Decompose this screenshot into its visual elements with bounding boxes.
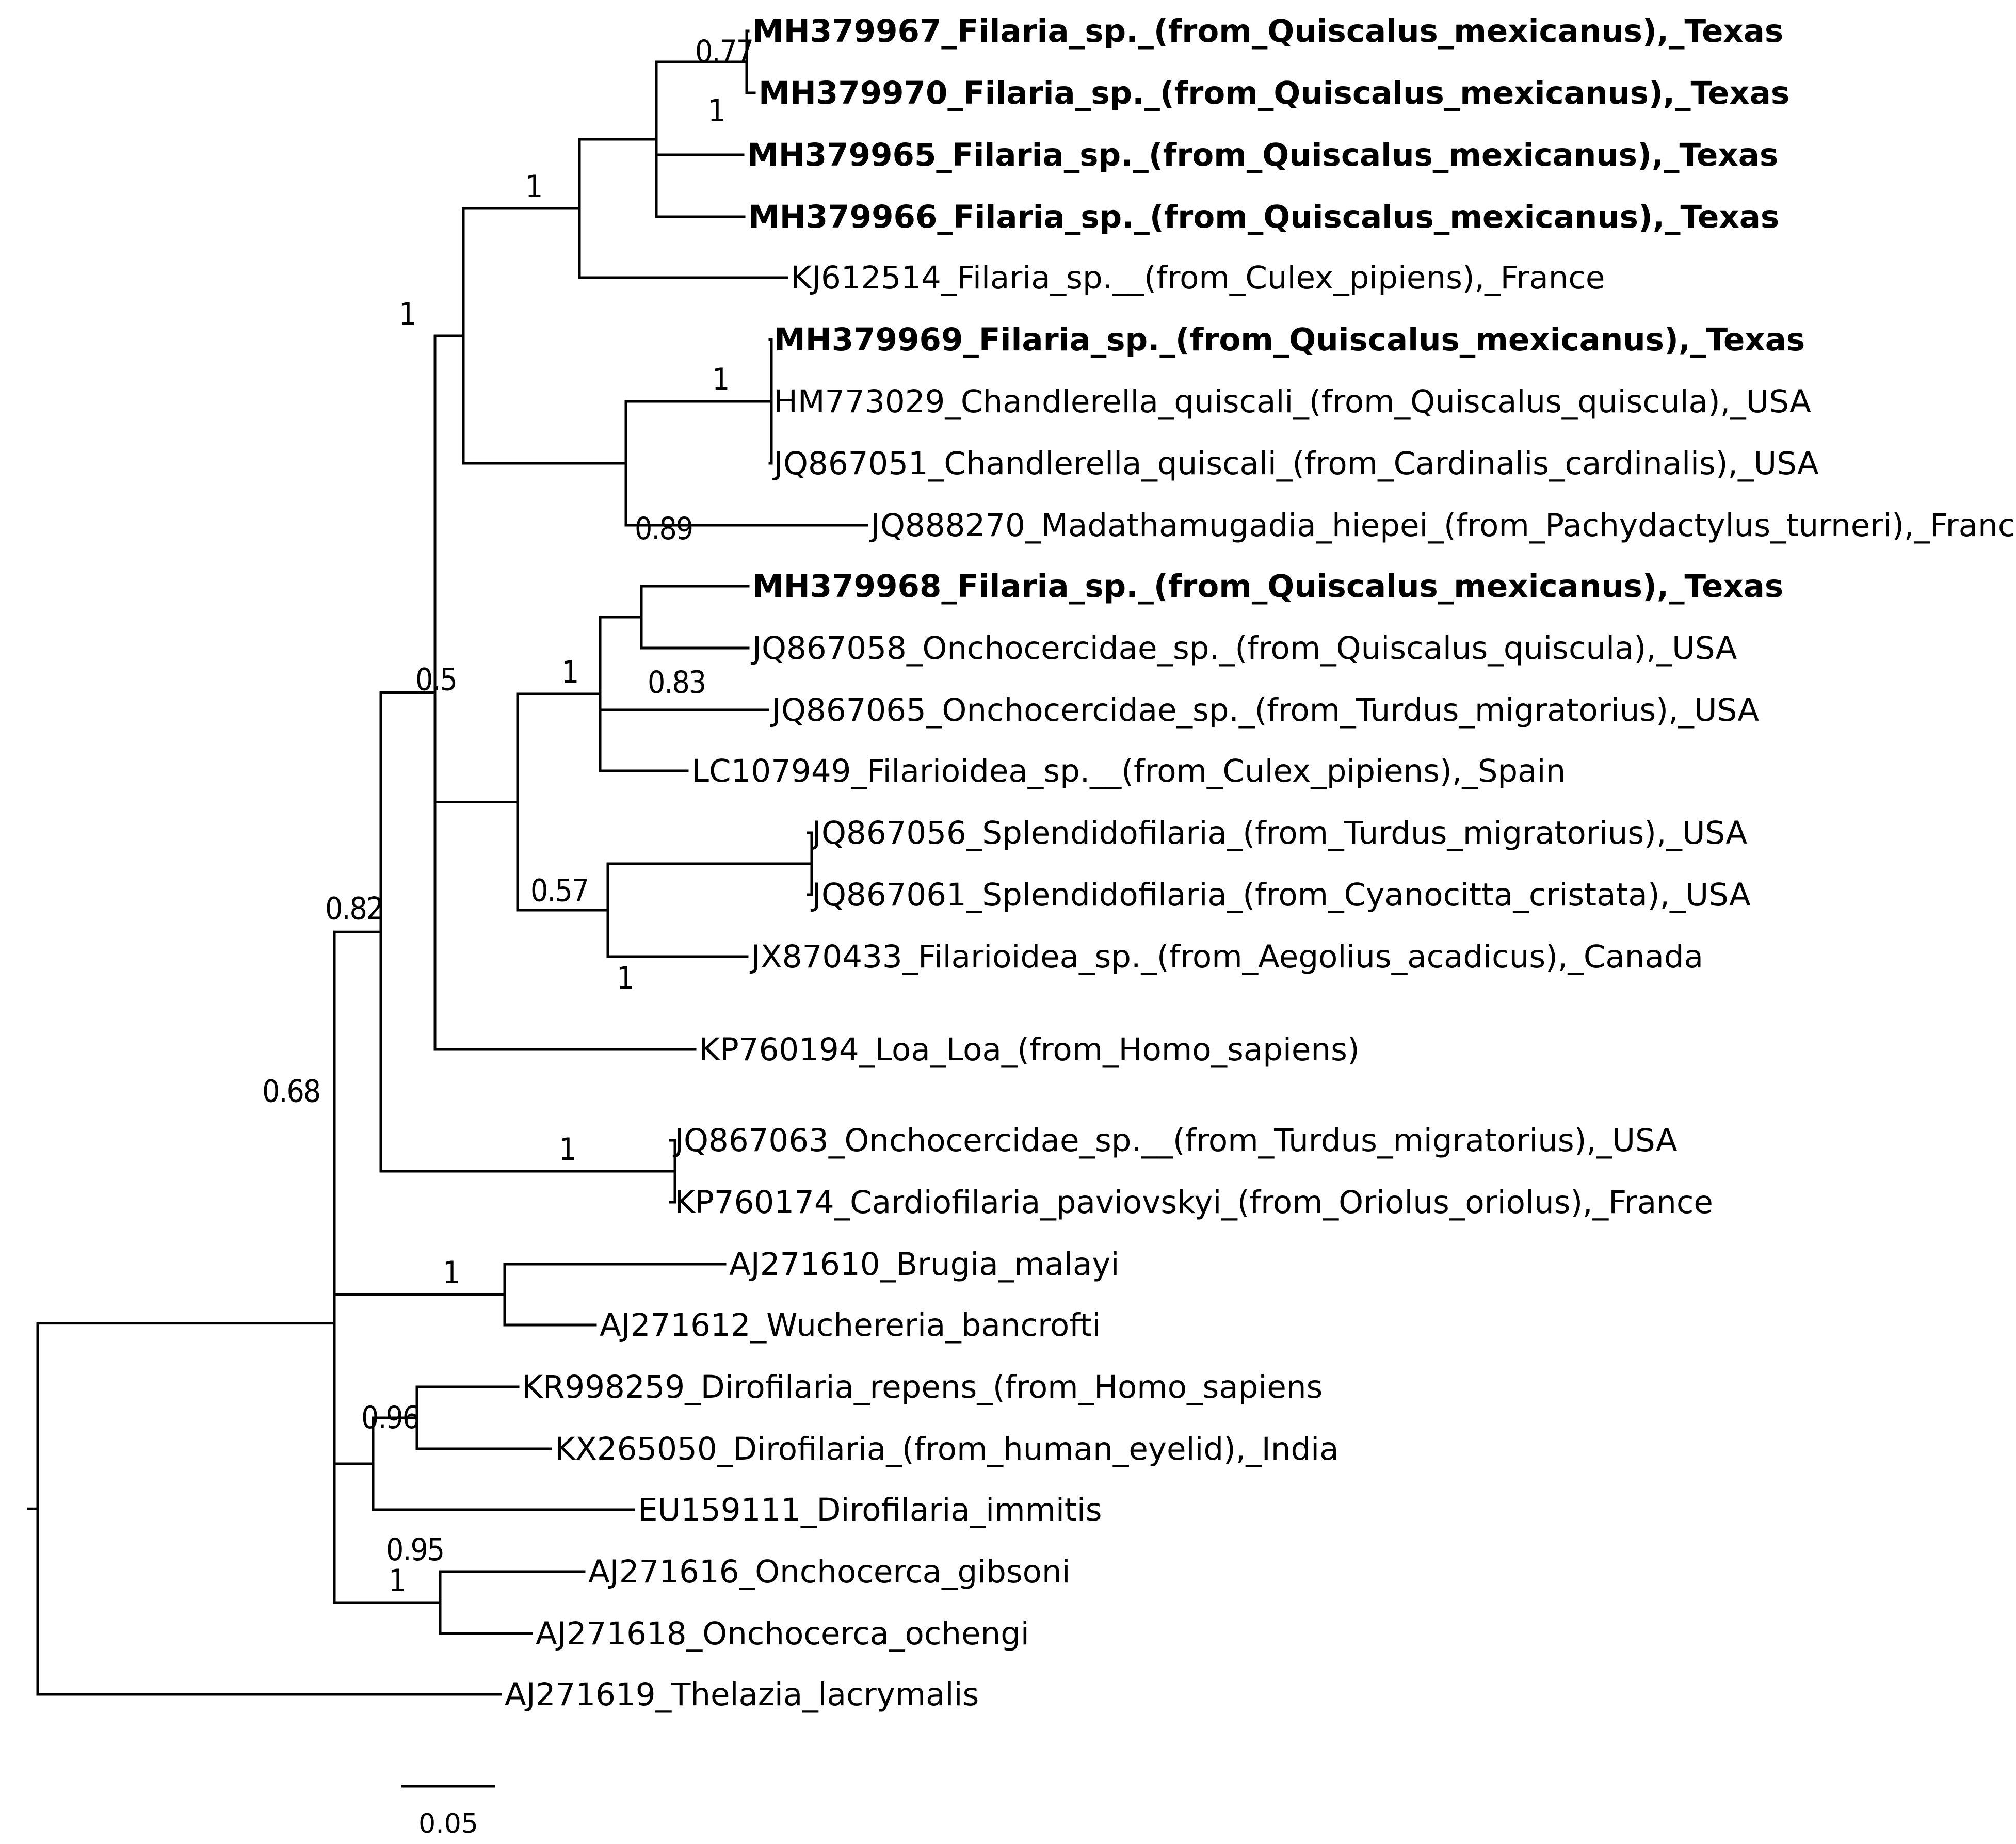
leaf-label-AJ271619: AJ271619_Thelazia_lacrymalis	[505, 1676, 979, 1713]
support-values: 0.77 1 1 1 0.89 1 0.83 1 1 0.57 0.5 1 0.82 1 0.68 0.96 0…	[262, 34, 754, 1599]
leaf-label-AJ271610: AJ271610_Brugia_malayi	[729, 1246, 1119, 1283]
support-value-n_063_174: 1	[559, 1131, 575, 1168]
leaf-label-MH379966: MH379966_Filaria_sp._(from_Quiscalus_mex…	[748, 199, 1779, 235]
leaf-label-JQ867065: JQ867065_Onchocercidae_sp._(from_Turdus_…	[770, 692, 1759, 729]
leaf-label-HM773029: HM773029_Chandlerella_quiscali_(from_Qui…	[774, 383, 1811, 420]
support-value-n_filaria5: 1	[525, 169, 542, 205]
leaf-label-JQ867061: JQ867061_Splendidofilaria_(from_Cyanocit…	[810, 877, 1751, 913]
support-value-n_onc4: 1	[561, 654, 578, 690]
support-value-n_chand3: 1	[712, 362, 729, 398]
leaf-label-JQ888270: JQ888270_Madathamugadia_hiepei_(from_Pac…	[869, 507, 2016, 544]
leaf-label-JQ867051: JQ867051_Chandlerella_quiscali_(from_Car…	[772, 445, 1819, 482]
support-value-n_968_058: 0.83	[648, 665, 705, 701]
leaf-label-LC107949: LC107949_Filarioidea_sp.__(from_Culex_pi…	[691, 753, 1566, 789]
support-value-n_top9: 1	[399, 296, 415, 332]
support-value-n_texas4: 1	[708, 93, 724, 129]
support-value-n_chand_mad: 0.89	[635, 511, 692, 547]
leaf-label-EU159111: EU159111_Dirofilaria_immitis	[638, 1492, 1102, 1528]
leaf-label-JQ867063: JQ867063_Onchocercidae_sp.__(from_Turdus…	[672, 1122, 1678, 1159]
scale-bar: 0.05	[401, 1785, 495, 1839]
leaf-label-MH379969: MH379969_Filaria_sp._(from_Quiscalus_mex…	[774, 321, 1805, 358]
leaf-label-KJ612514: KJ612514_Filaria_sp.__(from_Culex_pipien…	[791, 260, 1605, 296]
support-value-n_diro3: 0.95	[386, 1532, 444, 1568]
leaf-label-KP760194: KP760194_Loa_Loa_(from_Homo_sapiens)	[699, 1031, 1360, 1068]
leaf-label-MH379970: MH379970_Filaria_sp._(from_Quiscalus_mex…	[759, 75, 1789, 111]
leaf-label-JX870433: JX870433_Filarioidea_sp._(from_Aegolius_…	[749, 939, 1703, 975]
support-value-n_mid7: 0.57	[530, 873, 588, 909]
support-value-n_967_970: 0.77	[695, 34, 753, 70]
leaf-label-AJ271616: AJ271616_Onchocerca_gibsoni	[588, 1554, 1071, 1590]
leaf-label-MH379967: MH379967_Filaria_sp._(from_Quiscalus_mex…	[752, 13, 1783, 50]
support-value-n_top19: 0.82	[325, 891, 383, 927]
scale-bar-label: 0.05	[418, 1808, 478, 1839]
support-value-n_ingroup: 0.68	[262, 1074, 320, 1110]
leaf-labels: MH379967_Filaria_sp._(from_Quiscalus_mex…	[505, 13, 2016, 1713]
leaf-label-JQ867058: JQ867058_Onchocercidae_sp._(from_Quiscal…	[750, 630, 1737, 667]
leaf-label-AJ271612: AJ271612_Wuchereria_bancrofti	[600, 1307, 1101, 1344]
tree-branches	[27, 29, 868, 1696]
support-value-n_oncho: 1	[389, 1563, 405, 1599]
support-value-n_top17: 0.5	[415, 662, 457, 698]
support-value-n_diro2: 0.96	[361, 1400, 419, 1436]
leaf-label-KP760174: KP760174_Cardiofilaria_paviovskyi_(from_…	[674, 1184, 1713, 1221]
leaf-label-MH379968: MH379968_Filaria_sp._(from_Quiscalus_mex…	[752, 568, 1783, 605]
leaf-label-KX265050: KX265050_Dirofilaria_(from_human_eyelid)…	[555, 1431, 1339, 1467]
leaf-label-MH379965: MH379965_Filaria_sp._(from_Quiscalus_mex…	[747, 137, 1778, 173]
leaf-label-AJ271618: AJ271618_Onchocerca_ochengi	[536, 1615, 1029, 1652]
leaf-label-JQ867056: JQ867056_Splendidofilaria_(from_Turdus_m…	[810, 815, 1747, 851]
leaf-label-KR998259: KR998259_Dirofilaria_repens_(from_Homo_s…	[522, 1369, 1323, 1405]
support-value-n_splend2: 1	[617, 960, 633, 996]
support-value-n_brugia: 1	[443, 1255, 459, 1291]
